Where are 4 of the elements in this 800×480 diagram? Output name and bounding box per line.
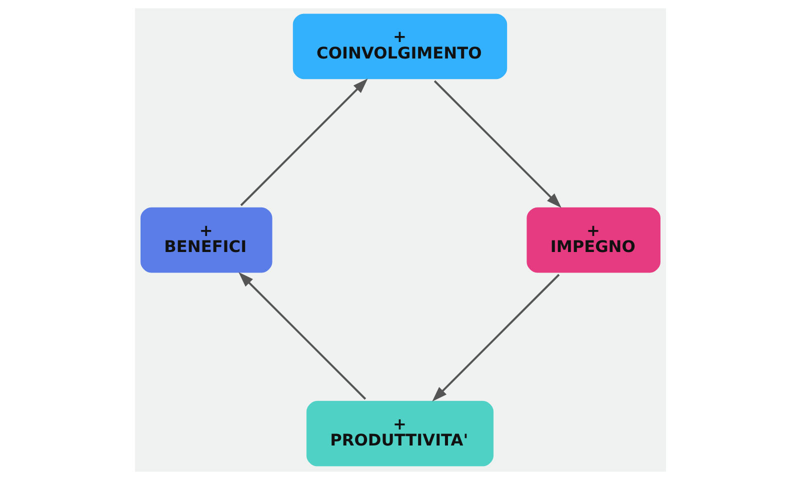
arrow [238, 272, 366, 400]
arrow [432, 274, 560, 402]
arrow [240, 78, 368, 206]
arrow [433, 80, 561, 208]
